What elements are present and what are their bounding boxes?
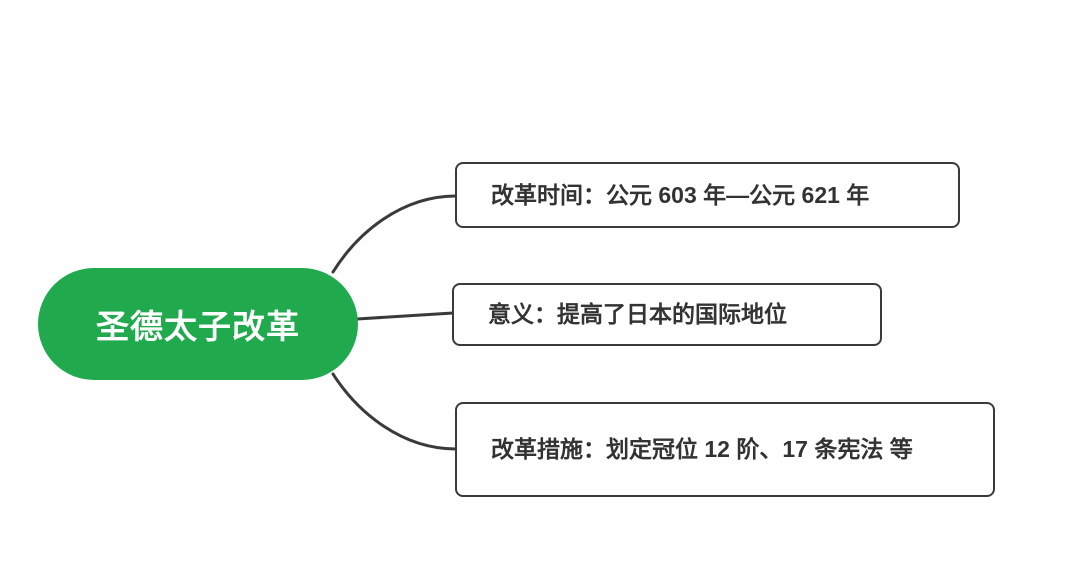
branch-node-reform-measures[interactable]: 改革措施：划定冠位 12 阶、17 条宪法 等 (455, 402, 995, 497)
branch-node-significance[interactable]: 意义：提高了日本的国际地位 (452, 283, 882, 346)
root-node-label: 圣德太子改革 (96, 308, 300, 345)
root-node[interactable]: 圣德太子改革 (38, 268, 358, 380)
connector-root-to-branch-3 (331, 372, 458, 451)
branch-node-label: 意义：提高了日本的国际地位 (488, 301, 787, 327)
connector-root-to-branch-1 (331, 194, 458, 274)
branch-node-label: 改革措施：划定冠位 12 阶、17 条宪法 等 (491, 436, 913, 462)
connector-root-to-branch-2 (355, 311, 455, 321)
branch-node-reform-time[interactable]: 改革时间：公元 603 年—公元 621 年 (455, 162, 960, 228)
branch-node-label: 改革时间：公元 603 年—公元 621 年 (491, 181, 870, 208)
